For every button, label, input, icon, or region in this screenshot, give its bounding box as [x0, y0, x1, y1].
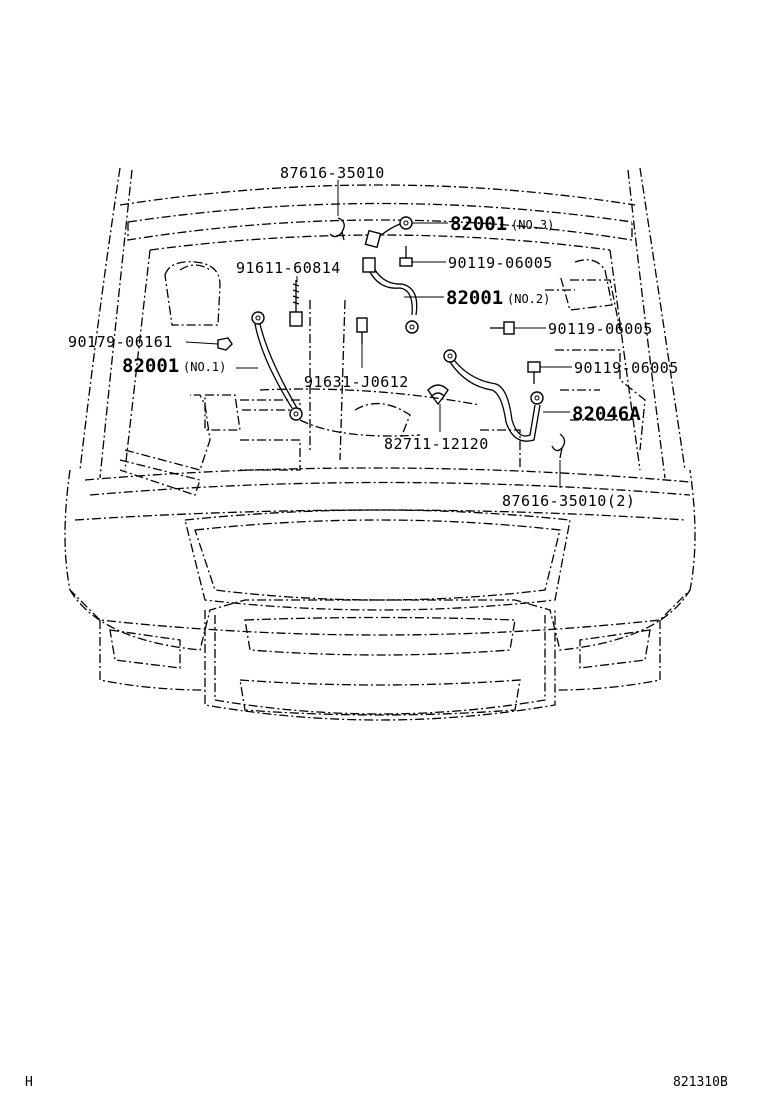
hook-bottom-icon	[551, 433, 566, 459]
nut-left-icon	[217, 337, 233, 351]
callout-labels: 87616-35010 82001 (NO.3) 90119-06005 916…	[68, 164, 679, 510]
label-bolt-left: 91611-60814	[236, 259, 341, 277]
label-cable-no1-tag: (NO.1)	[183, 360, 226, 374]
hook-top-icon	[329, 217, 345, 241]
cable-no1	[251, 311, 303, 421]
label-bolt-mid-right: 90119-06005	[548, 320, 653, 338]
cable-no2	[362, 257, 419, 334]
label-nut-left: 90179-06161	[68, 333, 173, 351]
leader-lines	[185, 180, 572, 488]
label-bolt-right: 90119-06005	[574, 359, 679, 377]
bolt-no3-icon	[399, 246, 413, 267]
bolt-right-icon	[527, 361, 541, 384]
label-cable-no2-tag: (NO.2)	[507, 292, 550, 306]
bolt-left-icon	[289, 280, 303, 327]
label-cable-no3-num: 82001	[450, 213, 507, 235]
label-bolt-center: 91631-J0612	[304, 373, 409, 391]
footer-left-code: H	[25, 1075, 33, 1090]
label-cable-no1-num: 82001	[122, 355, 179, 377]
bolt-center-icon	[356, 317, 368, 344]
clamp-icon	[427, 384, 449, 406]
label-hook-bottom: 87616-35010(2)	[502, 492, 635, 510]
label-clamp: 82711-12120	[384, 435, 489, 453]
parts	[217, 216, 566, 459]
label-bolt-no3: 90119-06005	[448, 254, 553, 272]
cable-main	[443, 349, 544, 442]
label-hook-top: 87616-35010	[280, 164, 385, 182]
label-cable-main: 82046A	[572, 403, 641, 425]
footer-right-code: 821310B	[673, 1075, 728, 1090]
label-cable-no2-num: 82001	[446, 287, 503, 309]
cable-no3	[364, 216, 413, 249]
vehicle-outline	[64, 167, 696, 721]
bolt-mid-right-icon	[490, 321, 515, 335]
label-cable-no3-tag: (NO.3)	[511, 218, 554, 232]
